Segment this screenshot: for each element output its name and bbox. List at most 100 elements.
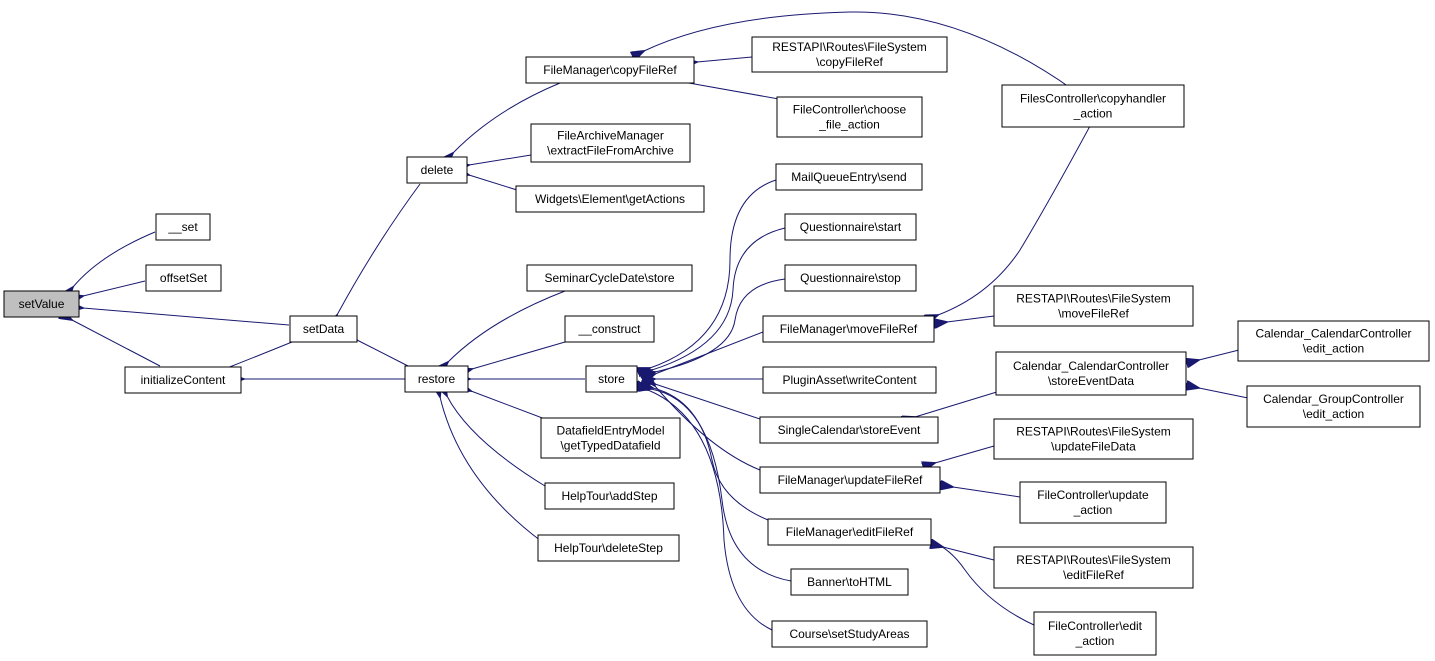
node-label: \copyFileRef xyxy=(816,55,883,69)
node-label: FileManager\moveFileRef xyxy=(780,322,918,336)
node-box xyxy=(526,264,693,292)
node-label: __construct xyxy=(577,322,641,336)
node-updateAction[interactable]: FileController\update_action xyxy=(1019,481,1167,524)
edge-calEdit-to-storeEventData xyxy=(1199,349,1240,360)
node-label: \edit_action xyxy=(1303,342,1364,356)
node-box xyxy=(1033,611,1157,656)
node-box xyxy=(1001,84,1185,128)
node-label: __set xyxy=(167,220,198,234)
node-construct[interactable]: __construct xyxy=(564,315,655,343)
node-initializeContent[interactable]: initializeContent xyxy=(124,366,242,394)
node-box xyxy=(776,96,923,138)
node-writeContent[interactable]: PluginAsset\writeContent xyxy=(762,366,937,394)
node-label: Calendar_CalendarController xyxy=(1013,359,1169,373)
node-editAction[interactable]: FileController\edit_action xyxy=(1033,611,1157,656)
node-label: \edit_action xyxy=(1303,407,1364,421)
node-label: SingleCalendar\storeEvent xyxy=(778,423,921,437)
node-box xyxy=(993,546,1194,589)
node-label: \editFileRef xyxy=(1063,568,1124,582)
edge-groupEdit-to-storeEventData xyxy=(1199,388,1249,399)
node-getActions[interactable]: Widgets\Element\getActions xyxy=(515,185,705,213)
node-bannerHtml[interactable]: Banner\toHTML xyxy=(790,568,909,596)
node-qStart[interactable]: Questionnaire\start xyxy=(784,213,917,241)
node-box xyxy=(995,351,1187,396)
node-addStep[interactable]: HelpTour\addStep xyxy=(544,482,675,510)
node-store[interactable]: store xyxy=(585,365,638,393)
node-label: PluginAsset\writeContent xyxy=(782,373,917,387)
node-label: FileManager\updateFileRef xyxy=(778,473,923,487)
node-label: RESTAPI\Routes\FileSystem xyxy=(1016,553,1171,567)
node-label: RESTAPI\Routes\FileSystem xyxy=(1016,425,1171,439)
node-label: \extractFileFromArchive xyxy=(547,144,674,158)
node-box xyxy=(289,315,358,343)
call-edges xyxy=(72,11,1249,631)
node-box xyxy=(762,366,937,394)
edge-editAction-to-editFileRef xyxy=(930,541,1037,627)
node-label: Calendar_CalendarController xyxy=(1255,327,1411,341)
node-groupEditAction[interactable]: Calendar_GroupController\edit_action xyxy=(1246,385,1421,428)
node-box xyxy=(767,518,932,546)
node-box xyxy=(993,285,1194,327)
node-label: offsetSet xyxy=(160,271,208,285)
node-restMoveFileRef[interactable]: RESTAPI\Routes\FileSystem\moveFileRef xyxy=(993,285,1194,327)
node-editFileRef[interactable]: FileManager\editFileRef xyxy=(767,518,932,546)
node-extractFile[interactable]: FileArchiveManager\extractFileFromArchiv… xyxy=(530,123,691,163)
node-label: DatafieldEntryModel xyxy=(556,424,664,438)
node-delete[interactable]: delete xyxy=(406,156,468,184)
node-label: FilesController\copyhandler xyxy=(1020,92,1166,106)
node-box xyxy=(759,416,939,444)
edge-updateAction-to-updateFileRef xyxy=(953,487,1021,498)
node-storeEvent[interactable]: SingleCalendar\storeEvent xyxy=(759,416,939,444)
node-label: \moveFileRef xyxy=(1058,307,1129,321)
node-moveFileRef[interactable]: FileManager\moveFileRef xyxy=(762,315,935,343)
node-seminarStore[interactable]: SeminarCycleDate\store xyxy=(526,264,693,292)
node-box xyxy=(993,418,1194,460)
node-chooseFileAction[interactable]: FileController\choose_file_action xyxy=(776,96,923,138)
node-label: FileController\choose xyxy=(793,103,907,117)
node-restore[interactable]: restore xyxy=(404,365,469,393)
edge-copyhandler-to-moveFileRef xyxy=(938,125,1091,315)
node-restEditFileRef[interactable]: RESTAPI\Routes\FileSystem\editFileRef xyxy=(993,546,1194,589)
node-restCopyFileRef[interactable]: RESTAPI\Routes\FileSystem\copyFileRef xyxy=(751,36,948,73)
node-box xyxy=(564,315,655,343)
node-box xyxy=(759,466,941,494)
node-storeEventData[interactable]: Calendar_CalendarController\storeEventDa… xyxy=(995,351,1187,396)
node-label: restore xyxy=(418,372,456,386)
node-label: Widgets\Element\getActions xyxy=(535,192,685,206)
node-datafieldEntry[interactable]: DatafieldEntryModel\getTypedDatafield xyxy=(540,417,681,459)
node-setValue[interactable]: setValue xyxy=(3,290,80,318)
call-nodes: setValue __set offsetSet setData initializeC… xyxy=(3,36,1430,656)
edge-construct-to-restore xyxy=(472,341,566,369)
node-restUpdateFileData[interactable]: RESTAPI\Routes\FileSystem\updateFileData xyxy=(993,418,1194,460)
node-label: _action xyxy=(1073,107,1113,121)
node-deleteStep[interactable]: HelpTour\deleteStep xyxy=(537,534,680,562)
edge-qStop-to-store xyxy=(655,278,786,372)
node-setData[interactable]: setData xyxy=(289,315,358,343)
node-calEditAction[interactable]: Calendar_CalendarController\edit_action xyxy=(1237,320,1430,362)
node-copyhandlerAction[interactable]: FilesController\copyhandler_action xyxy=(1001,84,1185,128)
node-updateFileRef[interactable]: FileManager\updateFileRef xyxy=(759,466,941,494)
node-qStop[interactable]: Questionnaire\stop xyxy=(784,264,917,292)
node-mailSend[interactable]: MailQueueEntry\send xyxy=(775,163,923,191)
node-box xyxy=(790,568,909,596)
edge-setData-to-initializeContent xyxy=(227,341,293,368)
node-label: _action xyxy=(1075,634,1115,648)
node-offsetSet[interactable]: offsetSet xyxy=(145,264,222,292)
node-box xyxy=(537,534,680,562)
node-box xyxy=(530,123,691,163)
node-setStudyAreas[interactable]: Course\setStudyAreas xyxy=(771,620,928,648)
edge-restUpdate-to-updateFileRef xyxy=(935,445,995,463)
edge-set-to-setValue xyxy=(73,231,156,287)
node-label: delete xyxy=(421,163,454,177)
node-box xyxy=(525,56,695,84)
node-box xyxy=(544,482,675,510)
node-label: _action xyxy=(1073,503,1113,517)
edge-datafield-to-restore xyxy=(471,391,554,423)
node-box xyxy=(124,366,242,394)
node-copyFileRef[interactable]: FileManager\copyFileRef xyxy=(525,56,695,84)
edge-restore-to-setData xyxy=(357,340,411,368)
node-label: FileManager\editFileRef xyxy=(786,525,914,539)
node-box xyxy=(771,620,928,648)
node-box xyxy=(1019,481,1167,524)
node-set[interactable]: __set xyxy=(155,213,211,241)
